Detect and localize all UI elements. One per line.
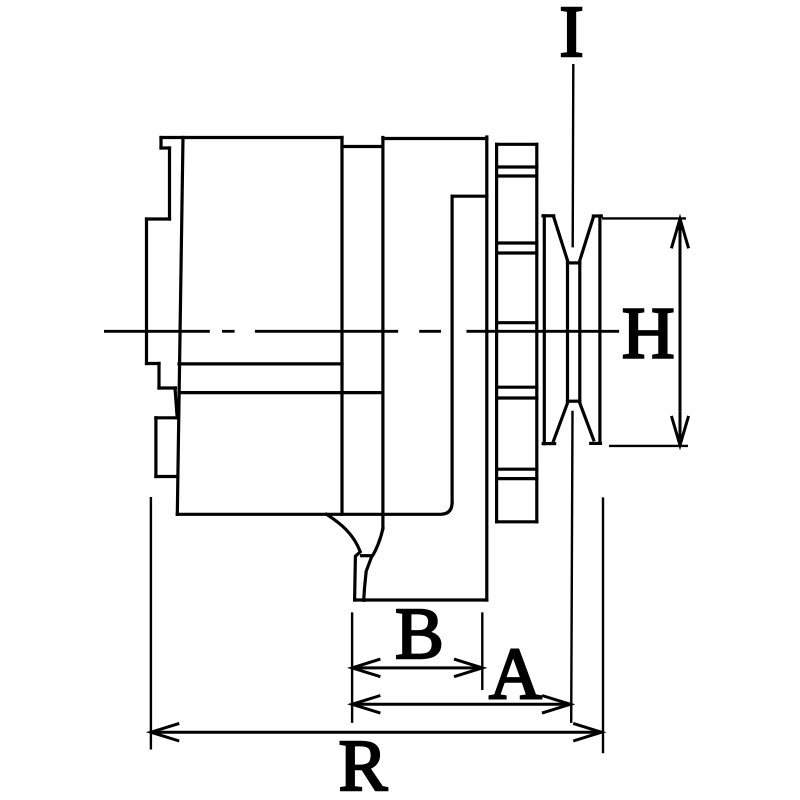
svg-text:H: H (622, 293, 675, 374)
svg-text:I: I (559, 0, 583, 72)
svg-text:A: A (489, 633, 542, 714)
svg-text:B: B (395, 593, 444, 674)
svg-text:R: R (339, 725, 388, 800)
